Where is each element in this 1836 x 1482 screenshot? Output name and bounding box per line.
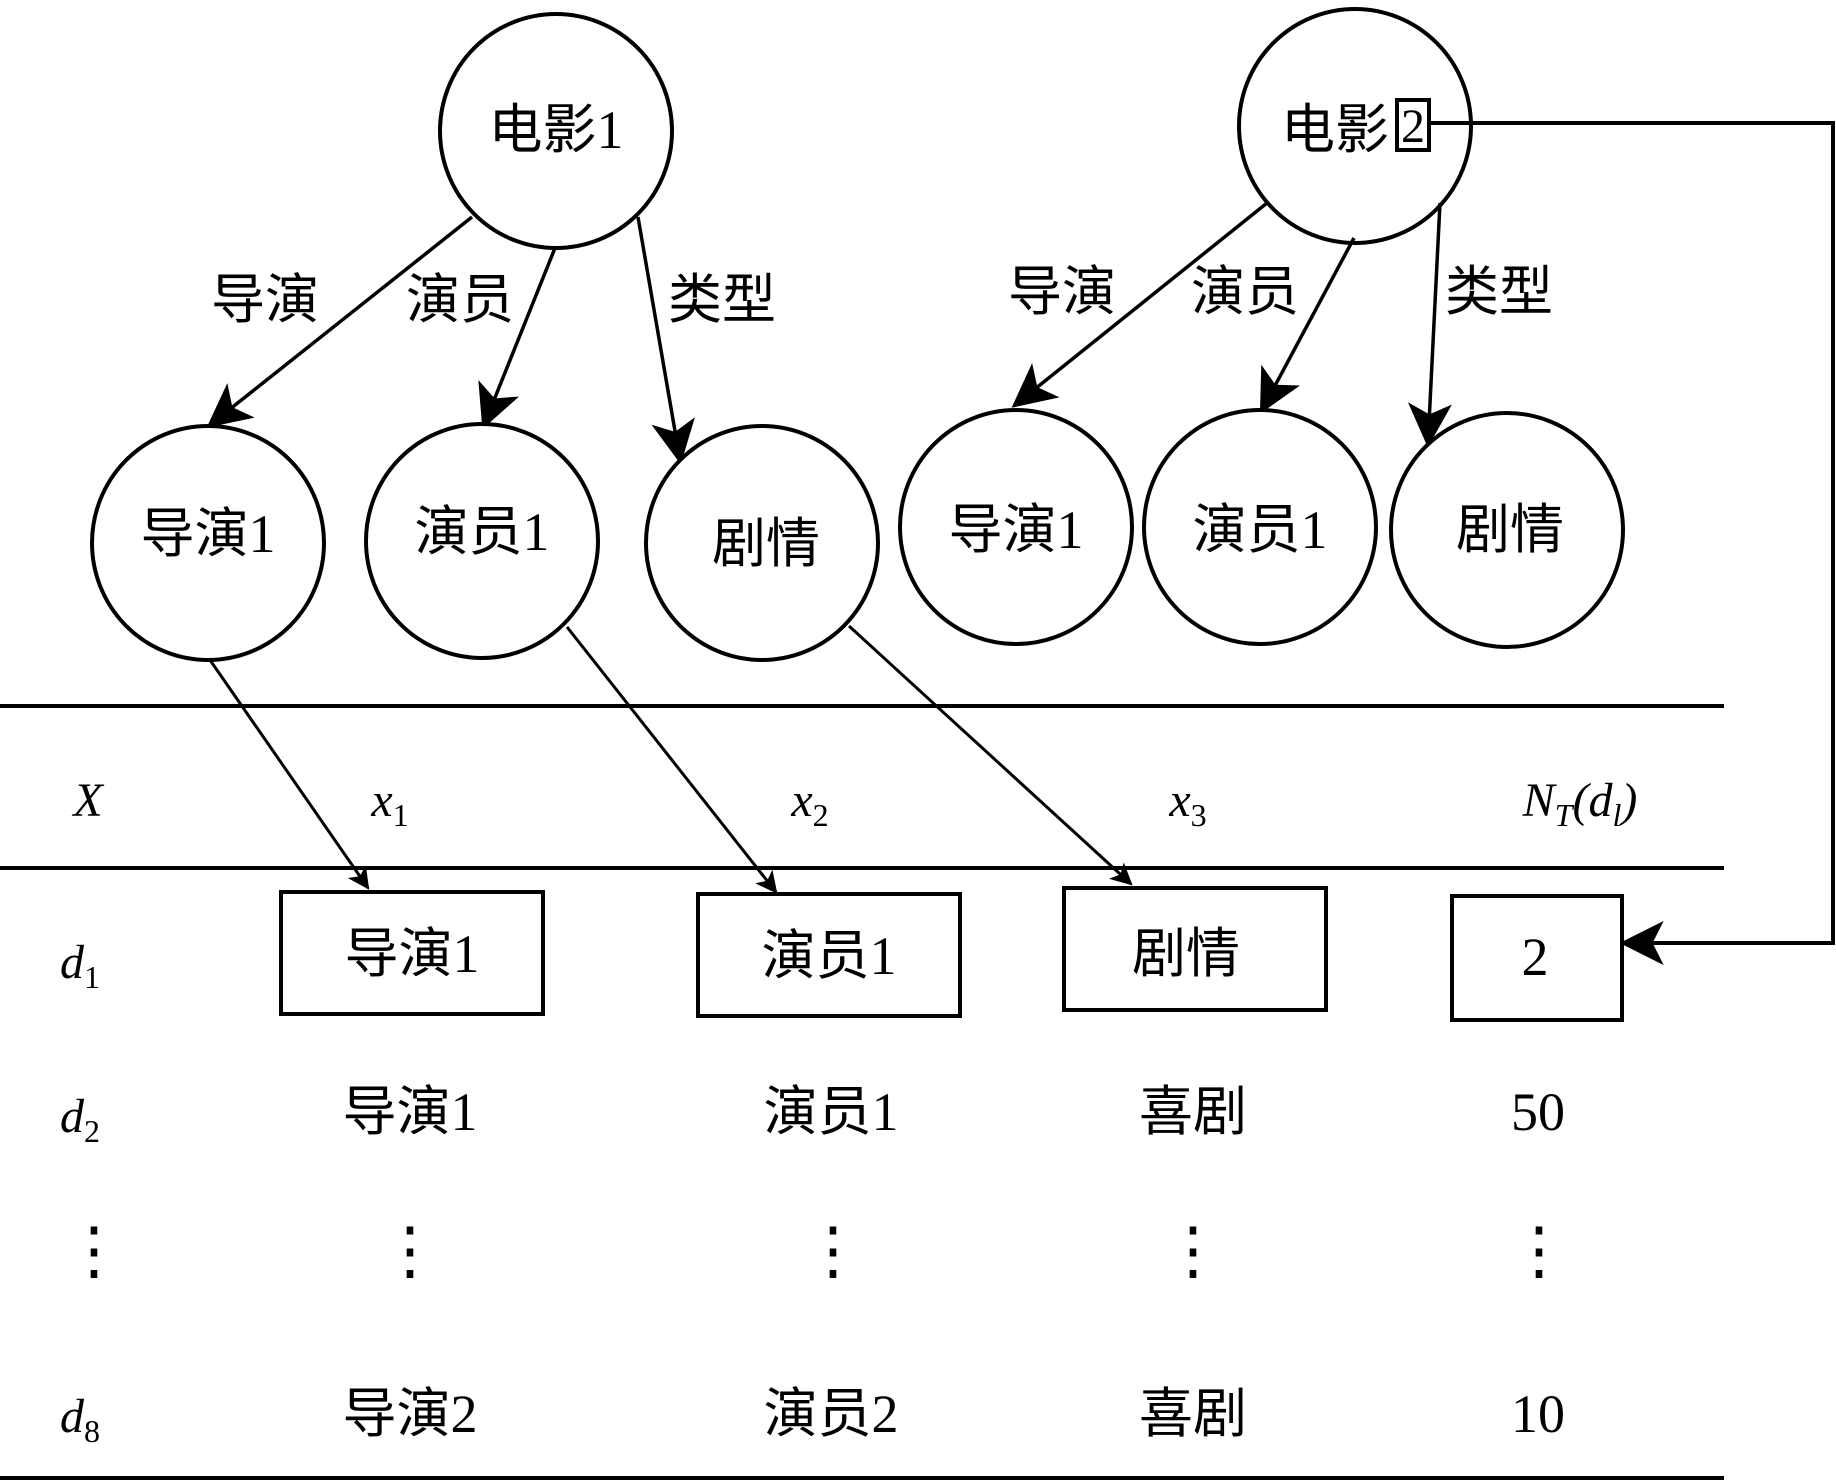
edge-actor-2 bbox=[1259, 237, 1356, 414]
edge-director-1 bbox=[206, 215, 474, 428]
node-director-2-label: 导演1 bbox=[949, 500, 1084, 560]
cell: 导演1 bbox=[345, 924, 480, 984]
table-header: X x1 x2 x3 NT(dl) bbox=[71, 774, 1637, 833]
node-director-1-label: 导演1 bbox=[141, 504, 276, 564]
node-actor-2 bbox=[1142, 408, 1378, 646]
count-value: ⋮ bbox=[1507, 1215, 1571, 1286]
count-value: 10 bbox=[1511, 1384, 1565, 1444]
edge-label-director-2: 导演 bbox=[1008, 262, 1116, 322]
node-genre-2-label: 剧情 bbox=[1456, 500, 1564, 560]
edge-label-actor-1: 演员 bbox=[406, 270, 514, 330]
count-connector bbox=[1429, 121, 1835, 965]
table-row: d8 导演2 演员2 喜剧 10 bbox=[60, 1384, 1565, 1449]
node-actor-1 bbox=[364, 422, 600, 660]
cell-box bbox=[1062, 886, 1328, 1012]
node-movie-2-label: 电影 bbox=[1281, 100, 1389, 160]
cell: 演员1 bbox=[762, 926, 897, 986]
node-director-1 bbox=[90, 424, 326, 662]
header-col-1: x1 bbox=[370, 774, 408, 833]
row-label: d1 bbox=[60, 936, 100, 995]
count-value: 2 bbox=[1522, 927, 1549, 987]
tree-2: 电影 2 导演 演员 类型 导演1 演员1 剧情 bbox=[898, 7, 1625, 649]
cell: 喜剧 bbox=[1139, 1384, 1247, 1444]
header-col-2: x2 bbox=[790, 774, 828, 833]
cell: 导演2 bbox=[343, 1384, 478, 1444]
edge-label-director-1: 导演 bbox=[211, 270, 319, 330]
cell: ⋮ bbox=[801, 1215, 865, 1286]
table-row: d2 导演1 演员1 喜剧 50 bbox=[60, 1082, 1565, 1149]
movie-2-id: 2 bbox=[1401, 100, 1425, 153]
count-box bbox=[1450, 894, 1624, 1022]
cell: ⋮ bbox=[1161, 1215, 1225, 1286]
row-label: d8 bbox=[60, 1390, 100, 1449]
cell: 导演1 bbox=[343, 1082, 478, 1142]
cell: ⋮ bbox=[378, 1215, 442, 1286]
node-director-2 bbox=[898, 408, 1134, 646]
table-row-ellipsis: ⋮ ⋮ ⋮ ⋮ ⋮ bbox=[62, 1215, 1571, 1286]
row-label: d2 bbox=[60, 1090, 100, 1149]
node-genre-1 bbox=[644, 424, 880, 662]
node-movie-1-label: 电影1 bbox=[489, 100, 624, 160]
edge-director-2 bbox=[1011, 201, 1269, 408]
map-arrow-director bbox=[208, 659, 370, 890]
header-row-label: X bbox=[71, 774, 104, 827]
cell: 剧情 bbox=[1132, 924, 1240, 984]
edge-label-genre-1: 类型 bbox=[668, 270, 776, 330]
edge-actor-1 bbox=[478, 247, 557, 430]
table-row: d1 导演1 演员1 剧情 2 bbox=[60, 886, 1624, 1022]
cell: 喜剧 bbox=[1139, 1082, 1247, 1142]
cell: 演员2 bbox=[764, 1384, 899, 1444]
tree-1: 电影1 导演 演员 类型 导演1 演员1 剧情 bbox=[90, 12, 880, 662]
node-movie-2 bbox=[1237, 7, 1473, 245]
cell: 演员1 bbox=[764, 1082, 899, 1142]
node-genre-2 bbox=[1389, 411, 1625, 649]
map-arrow-genre bbox=[847, 624, 1133, 886]
row-label: ⋮ bbox=[62, 1215, 126, 1286]
header-count: NT(dl) bbox=[1522, 774, 1638, 833]
edge-genre-1 bbox=[636, 216, 695, 465]
cell-box bbox=[696, 892, 962, 1018]
node-actor-1-label: 演员1 bbox=[415, 502, 550, 562]
node-movie-1 bbox=[438, 12, 674, 250]
count-value: 50 bbox=[1511, 1082, 1565, 1142]
cell-box bbox=[279, 890, 545, 1016]
edge-label-genre-2: 类型 bbox=[1445, 262, 1553, 322]
edge-label-actor-2: 演员 bbox=[1191, 262, 1299, 322]
header-col-3: x3 bbox=[1168, 774, 1206, 833]
edge-genre-2 bbox=[1408, 202, 1452, 448]
node-genre-1-label: 剧情 bbox=[712, 514, 820, 574]
map-arrow-actor bbox=[565, 626, 778, 894]
node-actor-2-label: 演员1 bbox=[1193, 500, 1328, 560]
